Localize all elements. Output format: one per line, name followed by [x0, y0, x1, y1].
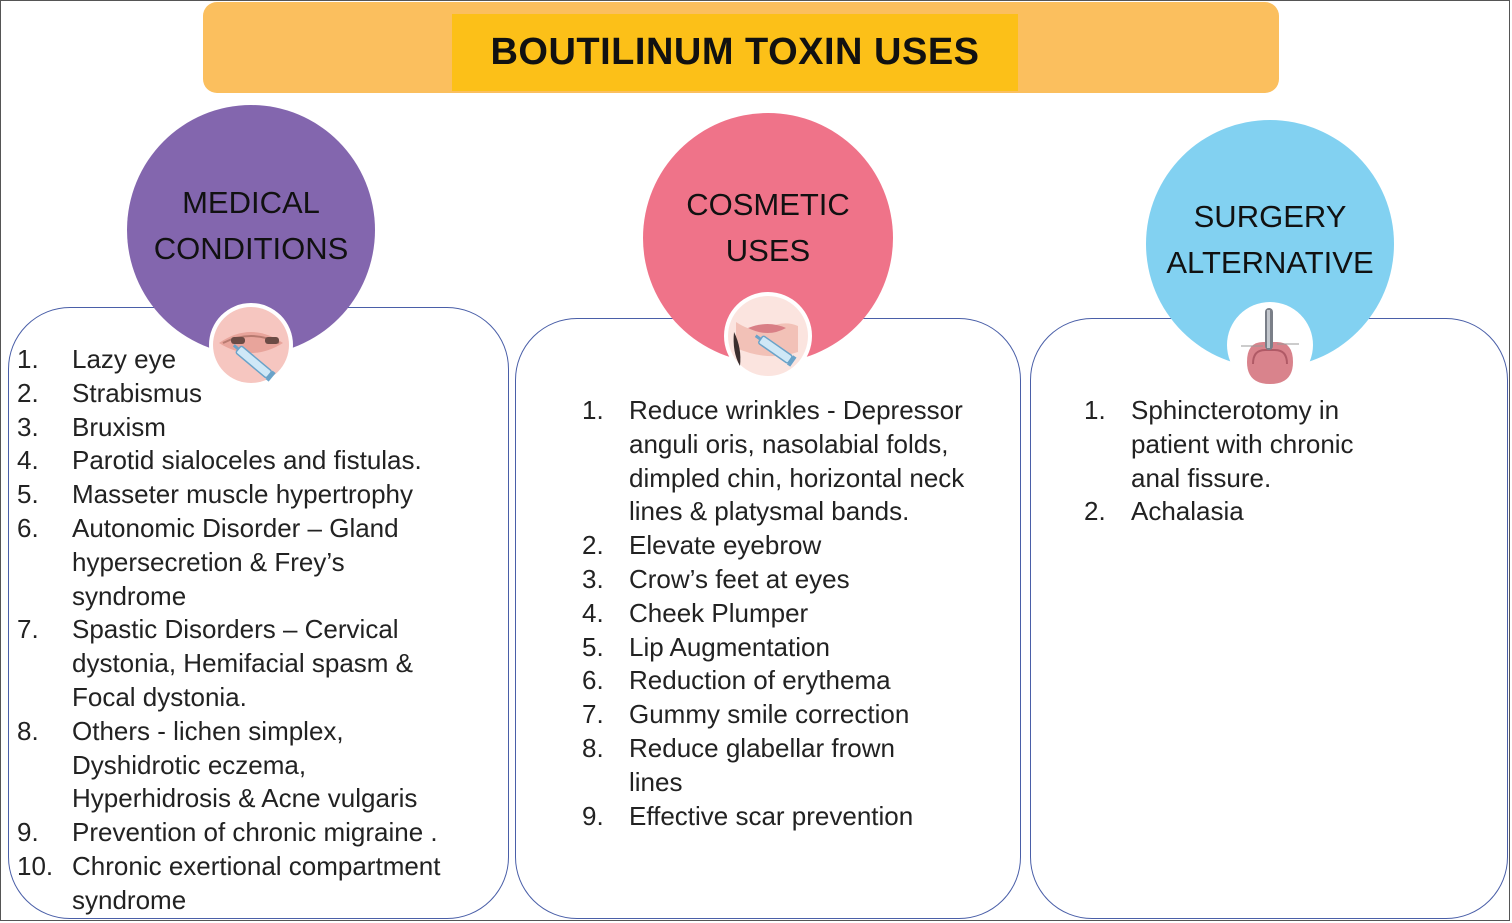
eye-injection-icon	[209, 303, 293, 387]
list-item: 3.Bruxism	[17, 411, 166, 442]
list-item: 6.Reduction of erythema	[582, 665, 891, 696]
list-item: 7.Gummy smile correction	[582, 699, 910, 730]
list-item: 8.Reduce glabellar frown lines	[582, 732, 895, 797]
list-item: 5.Lip Augmentation	[582, 631, 830, 662]
list-item: 1.Reduce wrinkles - Depressor anguli ori…	[582, 395, 965, 527]
list-item: 8.Others - lichen simplex, Dyshidrotic e…	[17, 715, 418, 814]
circle-heading-line: CONDITIONS	[153, 231, 349, 266]
list-item: 9.Prevention of chronic migraine .	[17, 817, 438, 848]
list-item: 2.Achalasia	[1084, 496, 1244, 527]
list-item: 6.Autonomic Disorder – Gland hypersecret…	[17, 512, 399, 611]
circle-heading-line: SURGERY	[1193, 199, 1347, 234]
cosmetic-list: 1.Reduce wrinkles - Depressor anguli ori…	[582, 394, 982, 833]
list-item: 10.Chronic exertional compartment syndro…	[17, 850, 441, 915]
list-item: 5.Masseter muscle hypertrophy	[17, 479, 414, 510]
circle-heading-line: ALTERNATIVE	[1166, 245, 1374, 280]
list-item: 4.Parotid sialoceles and fistulas.	[17, 445, 422, 476]
list-item: 4.Cheek Plumper	[582, 597, 809, 628]
medical-list: 1.Lazy eye 2.Strabismus 3.Bruxism 4.Paro…	[17, 343, 487, 918]
cosmetic-panel: 1.Reduce wrinkles - Depressor anguli ori…	[515, 318, 1021, 919]
list-item: 9.Effective scar prevention	[582, 800, 914, 831]
list-item: 3.Crow’s feet at eyes	[582, 563, 850, 594]
list-item: 7.Spastic Disorders – Cervical dystonia,…	[17, 614, 414, 712]
circle-heading-line: USES	[725, 233, 811, 268]
list-item: 2.Strabismus	[17, 377, 203, 408]
title-banner: BOUTILINUM TOXIN USES	[203, 2, 1279, 93]
page-title: BOUTILINUM TOXIN USES	[490, 31, 980, 73]
list-item: 2.Elevate eyebrow	[582, 530, 822, 561]
circle-heading-line: MEDICAL	[182, 185, 320, 220]
surgery-list: 1.Sphincterotomy in patient with chronic…	[1084, 394, 1464, 529]
lip-injection-icon	[724, 292, 812, 380]
medical-panel: 1.Lazy eye 2.Strabismus 3.Bruxism 4.Paro…	[8, 307, 509, 919]
surgery-panel: 1.Sphincterotomy in patient with chronic…	[1030, 318, 1508, 919]
circle-heading-line: COSMETIC	[686, 187, 850, 222]
surgery-alternative-circle: SURGERY ALTERNATIVE	[1146, 120, 1394, 368]
list-item: 1.Lazy eye	[17, 344, 177, 374]
endoscopy-icon	[1227, 302, 1313, 388]
list-item: 1.Sphincterotomy in patient with chronic…	[1084, 395, 1354, 493]
title-banner-inner: BOUTILINUM TOXIN USES	[452, 14, 1018, 91]
